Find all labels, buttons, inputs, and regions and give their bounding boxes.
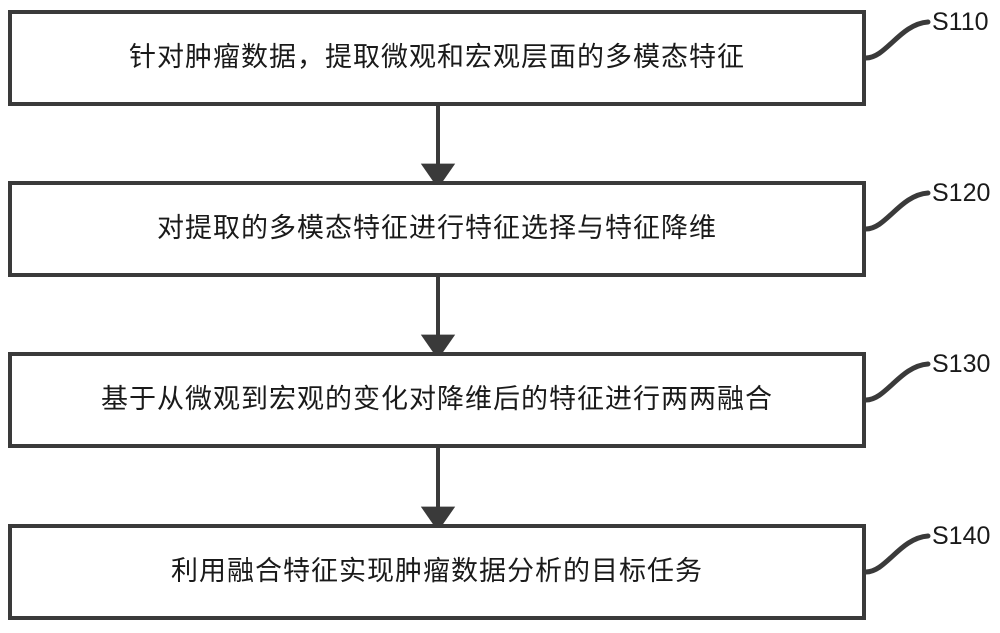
process-box-s130-text: 基于从微观到宏观的变化对降维后的特征进行两两融合 bbox=[101, 384, 773, 416]
step-label-s140: S140 bbox=[932, 522, 991, 550]
leader-line-1 bbox=[863, 19, 931, 61]
process-box-s110[interactable]: 针对肿瘤数据，提取微观和宏观层面的多模态特征 bbox=[8, 10, 866, 106]
leader-line-2 bbox=[863, 190, 931, 232]
process-box-s130[interactable]: 基于从微观到宏观的变化对降维后的特征进行两两融合 bbox=[8, 352, 866, 448]
step-label-s120: S120 bbox=[932, 179, 991, 207]
process-box-s110-text: 针对肿瘤数据，提取微观和宏观层面的多模态特征 bbox=[129, 42, 745, 74]
process-box-s140-text: 利用融合特征实现肿瘤数据分析的目标任务 bbox=[171, 556, 703, 588]
step-label-s130: S130 bbox=[932, 350, 991, 378]
step-label-s110: S110 bbox=[932, 8, 989, 36]
leader-line-3 bbox=[863, 361, 931, 403]
process-box-s120-text: 对提取的多模态特征进行特征选择与特征降维 bbox=[157, 213, 717, 245]
process-box-s140[interactable]: 利用融合特征实现肿瘤数据分析的目标任务 bbox=[8, 524, 866, 620]
process-box-s120[interactable]: 对提取的多模态特征进行特征选择与特征降维 bbox=[8, 181, 866, 277]
leader-line-4 bbox=[863, 533, 931, 575]
